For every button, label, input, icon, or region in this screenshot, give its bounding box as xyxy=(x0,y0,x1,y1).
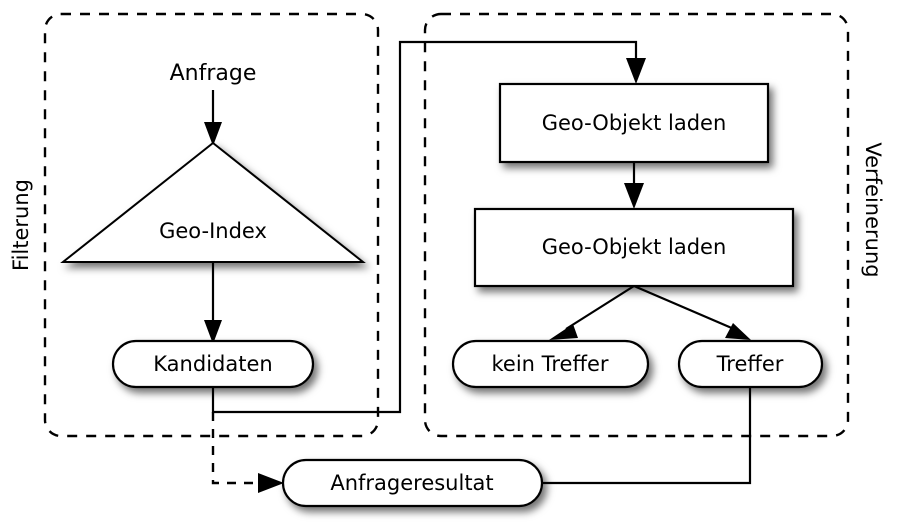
edge-anfrage-to-geo-index xyxy=(204,90,222,146)
edge-kandidaten-to-geo-objekt-laden-1 xyxy=(211,40,646,414)
node-geo-objekt-laden-2[interactable]: Geo-Objekt laden xyxy=(473,207,795,288)
edge-geo-index-to-kandidaten xyxy=(204,262,222,344)
group-verfeinerung-label: Verfeinerung xyxy=(861,142,885,277)
kandidaten-stadium-shape[interactable] xyxy=(111,339,315,389)
edge-geo-objekt-laden-2-to-treffer xyxy=(633,284,751,340)
kein-treffer-stadium-shape[interactable] xyxy=(451,339,650,389)
group-verfeinerung: Verfeinerung xyxy=(423,12,885,438)
node-anfrage-label: Anfrage xyxy=(170,61,257,86)
geo-objekt-laden-2-rect-shape[interactable] xyxy=(473,207,795,288)
group-verfeinerung-border xyxy=(423,12,850,438)
edge-kandidaten-to-anfrageresultat xyxy=(211,412,284,493)
node-geo-index-label: Geo-Index xyxy=(159,219,267,243)
node-kein-treffer[interactable]: kein Treffer xyxy=(451,339,650,389)
node-treffer[interactable]: Treffer xyxy=(677,339,824,389)
geo-objekt-laden-1-rect-shape[interactable] xyxy=(498,82,770,164)
node-anfrageresultat-label: Anfrageresultat xyxy=(330,471,493,495)
node-kein-treffer-label: kein Treffer xyxy=(491,352,608,376)
node-geo-index[interactable]: Geo-Index xyxy=(60,141,366,263)
group-filterung-border xyxy=(43,12,380,438)
node-treffer-label: Treffer xyxy=(716,352,784,376)
anfrageresultat-stadium-shape[interactable] xyxy=(281,458,544,508)
edge-treffer-to-anfrageresultat xyxy=(540,386,752,485)
node-kandidaten[interactable]: Kandidaten xyxy=(111,339,315,389)
edge-geo-objekt-laden-2-to-kein-treffer xyxy=(549,285,635,340)
treffer-stadium-shape[interactable] xyxy=(677,339,824,389)
group-filterung: Filterung xyxy=(9,12,380,438)
edge-geo-objekt-laden-1-to-2 xyxy=(624,162,644,209)
geo-index-triangle-shape[interactable] xyxy=(60,141,366,263)
node-anfrage: Anfrage xyxy=(170,61,257,86)
node-kandidaten-label: Kandidaten xyxy=(153,352,272,376)
node-geo-objekt-laden-1[interactable]: Geo-Objekt laden xyxy=(498,82,770,164)
group-filterung-label: Filterung xyxy=(9,179,33,271)
node-geo-objekt-laden-2-label: Geo-Objekt laden xyxy=(542,235,727,259)
node-geo-objekt-laden-1-label: Geo-Objekt laden xyxy=(542,111,727,135)
node-anfrageresultat[interactable]: Anfrageresultat xyxy=(281,458,544,508)
